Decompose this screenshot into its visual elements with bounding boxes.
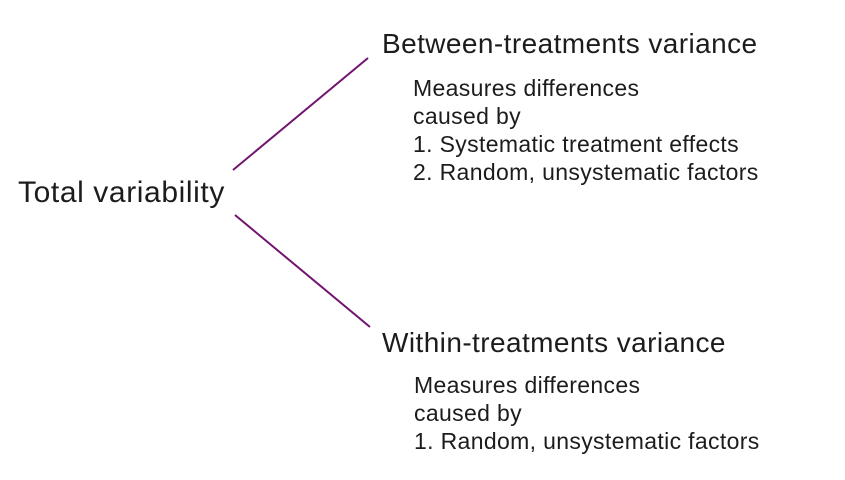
- connector-lower-line: [234, 214, 371, 328]
- connector-upper-line: [232, 57, 369, 171]
- branch-detail-line: Measures differences: [414, 372, 641, 398]
- branch-detail-line: 2. Random, unsystematic factors: [413, 159, 759, 185]
- branch-detail-line: Measures differences: [413, 75, 640, 101]
- branch-details-within-treatments: Measures differences caused by 1. Random…: [414, 371, 760, 455]
- root-label-total-variability: Total variability: [18, 176, 225, 209]
- branch-details-between-treatments: Measures differences caused by 1. System…: [413, 74, 759, 186]
- branch-detail-line: caused by: [413, 103, 521, 129]
- branch-title-within-treatments: Within-treatments variance: [382, 327, 726, 358]
- branch-detail-line: 1. Systematic treatment effects: [413, 131, 740, 157]
- branch-detail-line: caused by: [414, 400, 522, 426]
- branch-title-between-treatments: Between-treatments variance: [382, 28, 758, 59]
- branch-detail-line: 1. Random, unsystematic factors: [414, 428, 760, 454]
